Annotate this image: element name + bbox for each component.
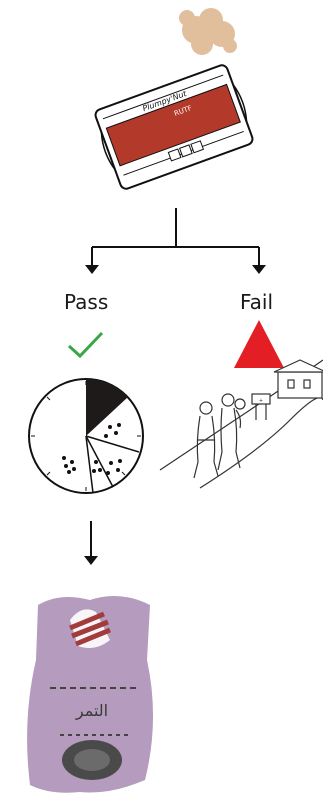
- pass-label: Pass: [64, 292, 108, 312]
- bag-arabic-text: التمر: [75, 701, 108, 721]
- health-clinic-illustration: +: [160, 360, 323, 488]
- check-icon: [69, 333, 102, 356]
- clock-pie-icon: [29, 379, 143, 493]
- warning-triangle-icon: [234, 320, 284, 368]
- arrow-down-fail: [252, 265, 266, 274]
- rutf-packet-icon: Plumpy'Nut RUTF: [91, 63, 257, 192]
- arrow-down-pass: [85, 265, 99, 274]
- branch-connector: [92, 208, 259, 265]
- svg-text:+: +: [259, 398, 263, 404]
- trash-bag-icon: التمر: [27, 596, 153, 793]
- arrow-down-dispose: [84, 556, 98, 565]
- smoke-cloud-icon: [179, 8, 237, 55]
- fail-label: Fail: [240, 292, 273, 312]
